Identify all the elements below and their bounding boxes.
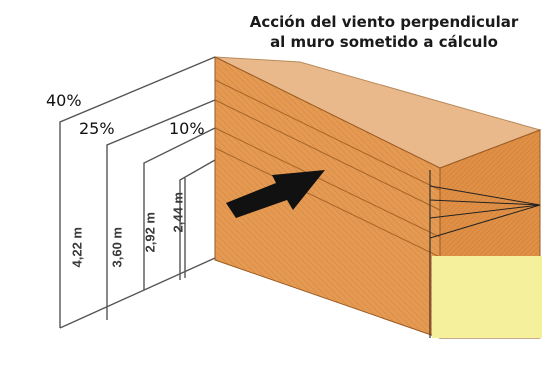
height-label-3-60: 3,60 m — [109, 227, 125, 268]
gable-line — [429, 204, 541, 219]
percentage-10-label: 10% — [169, 119, 205, 138]
percentage-40-label: 40% — [46, 91, 82, 110]
percentage-25-label: 25% — [79, 119, 115, 138]
diagram-title: Acción del viento perpendicular al muro … — [220, 12, 548, 52]
title-line-2: al muro sometido a cálculo — [270, 33, 498, 51]
height-label-2-92: 2,92 m — [142, 212, 158, 253]
floor-area — [432, 256, 542, 338]
wall-seam — [214, 79, 441, 191]
height-label-2-44: 2,44 m — [170, 192, 186, 233]
title-line-1: Acción del viento perpendicular — [249, 13, 519, 31]
measurement-lines — [59, 56, 216, 329]
wall-seam — [214, 127, 441, 238]
height-label-4-22: 4,22 m — [69, 227, 85, 268]
wall-seam — [214, 99, 441, 211]
wind-arrow-icon — [226, 170, 325, 218]
gable-line — [429, 199, 541, 206]
wall-seam — [214, 147, 441, 258]
gable-line — [429, 185, 541, 206]
gable-line — [429, 204, 541, 239]
